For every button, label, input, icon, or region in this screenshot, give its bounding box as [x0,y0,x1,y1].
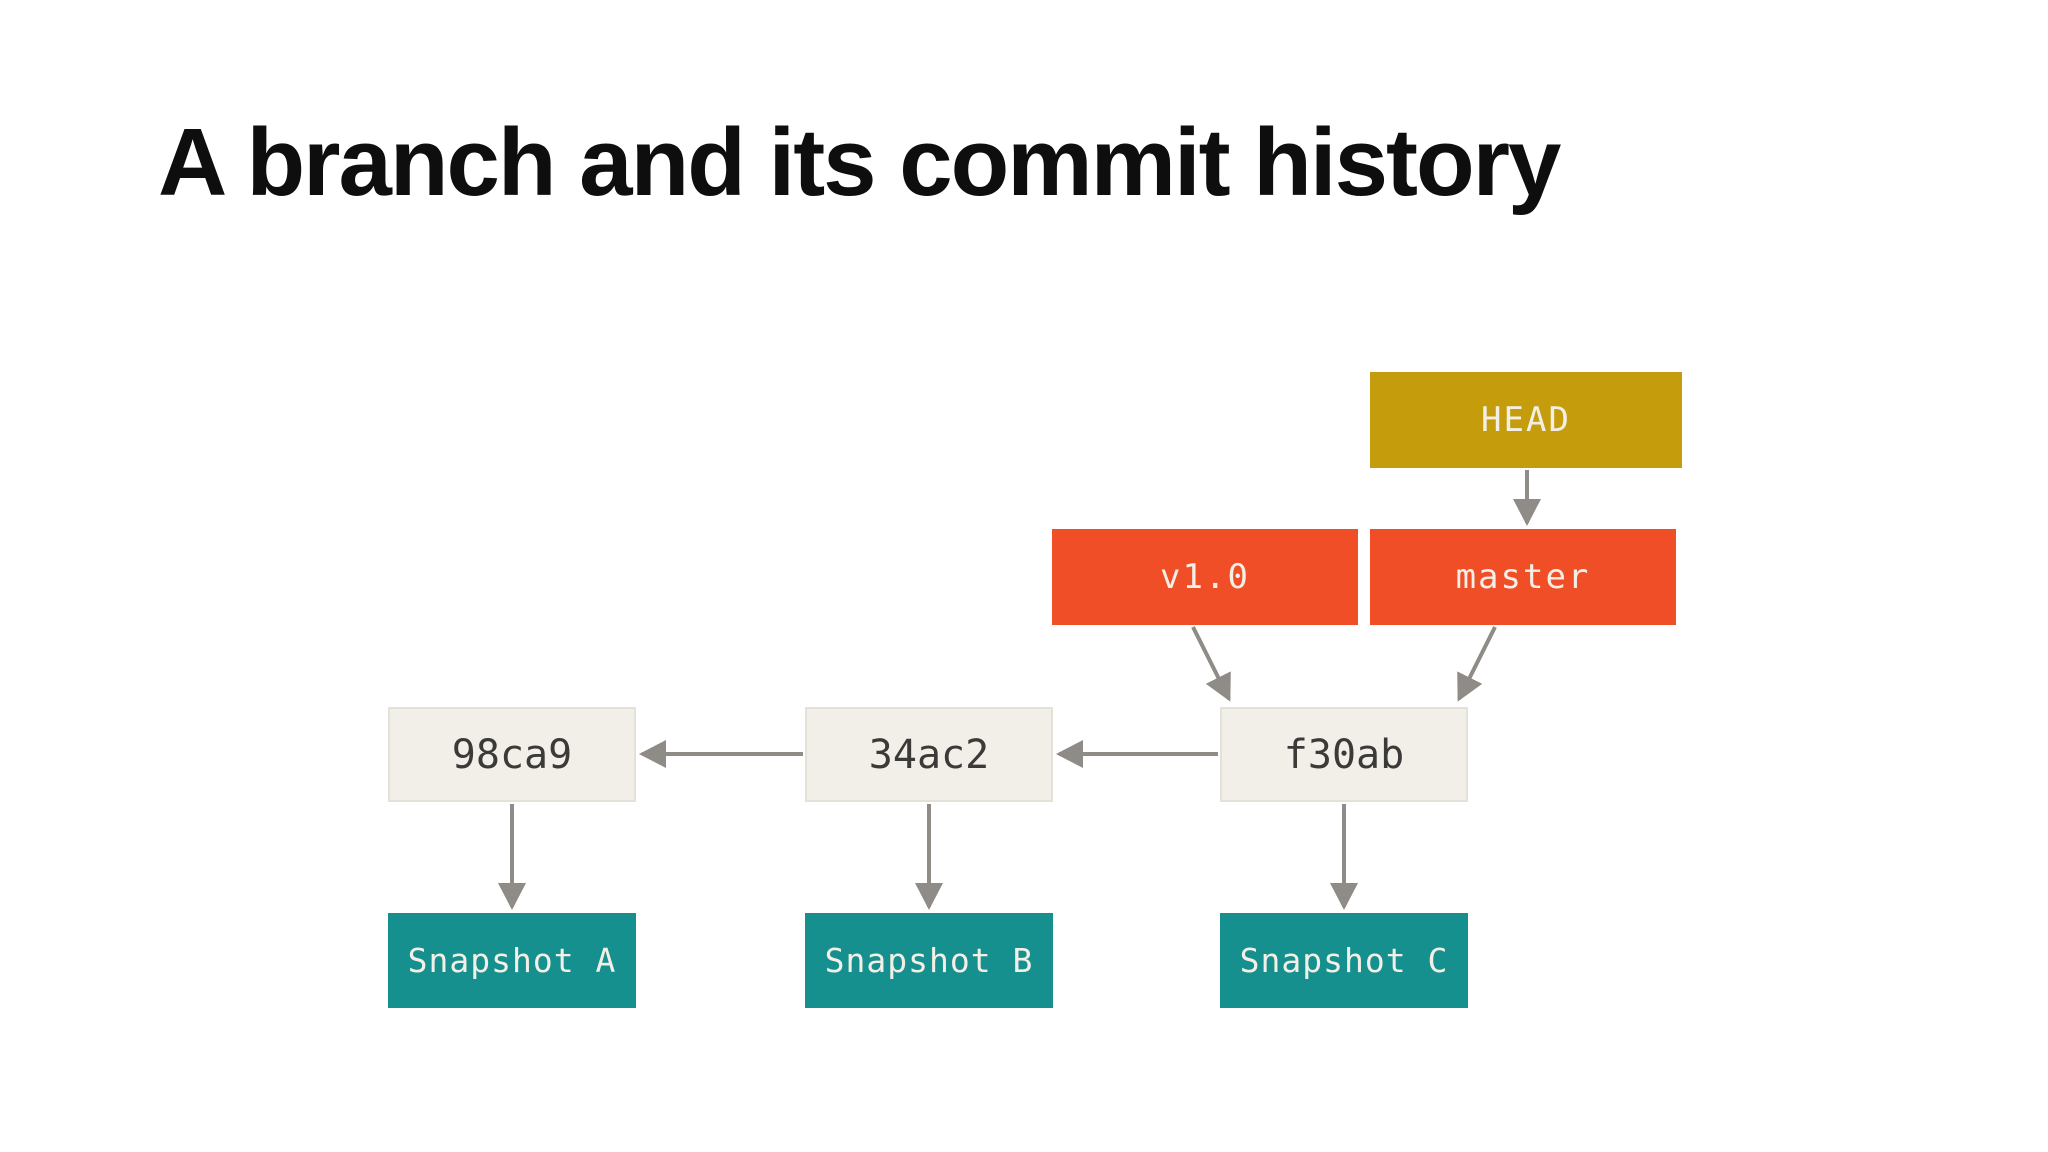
branch-node: master [1370,529,1676,625]
slide-title: A branch and its commit history [158,109,1561,216]
tag-label: v1.0 [1160,557,1250,597]
branch-label: master [1455,557,1591,597]
snapshot-label: Snapshot A [407,941,617,980]
snapshot-node-a: Snapshot A [388,913,636,1008]
commit-node-98ca9: 98ca9 [388,707,636,802]
arrow-tag-to-commit-f30ab [1191,626,1231,702]
snapshot-node-b: Snapshot B [805,913,1053,1008]
head-pointer-node: HEAD [1370,372,1682,468]
commit-id-label: 34ac2 [868,731,990,778]
commit-node-f30ab: f30ab [1220,707,1468,802]
commit-node-34ac2: 34ac2 [805,707,1053,802]
snapshot-node-c: Snapshot C [1220,913,1468,1008]
snapshot-label: Snapshot B [824,941,1034,980]
commit-id-label: f30ab [1283,731,1405,778]
commit-id-label: 98ca9 [451,731,573,778]
snapshot-label: Snapshot C [1239,941,1449,980]
arrow-master-to-commit-f30ab [1457,626,1497,702]
tag-node: v1.0 [1052,529,1358,625]
head-pointer-label: HEAD [1481,400,1571,440]
